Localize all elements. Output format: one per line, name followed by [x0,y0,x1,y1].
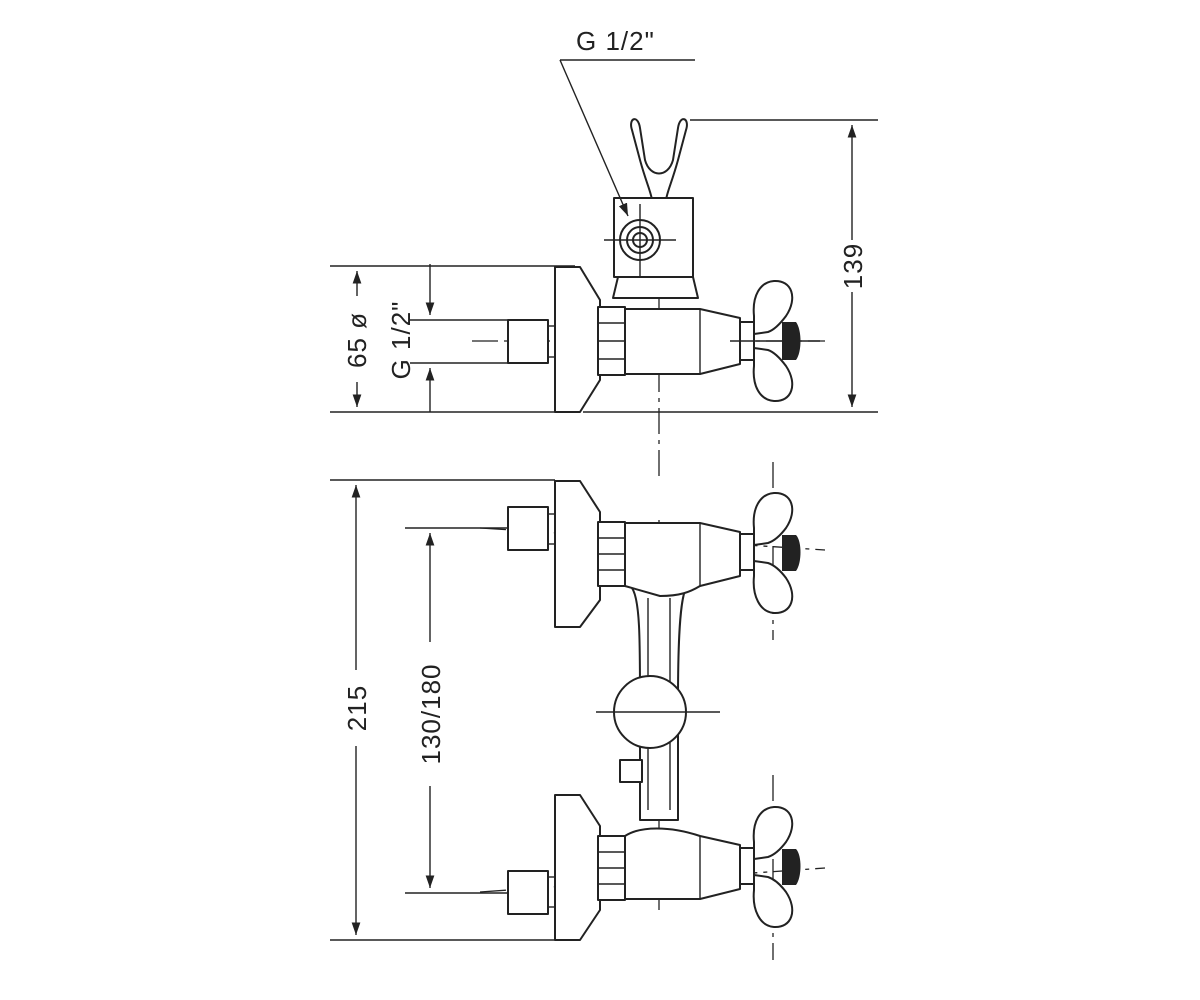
wall-flange [554,266,601,413]
inlet-stub [507,319,549,364]
dim-top-connection: G 1/2" [576,26,655,56]
shower-outlet [604,118,699,299]
side-view [472,118,825,480]
dim-centers: 130/180 [416,664,446,765]
dim-total-height: 215 [342,685,372,731]
upper-valve [507,480,801,628]
dimension-lines [330,59,878,941]
diverter-pin [619,759,643,783]
dim-height-top: 139 [838,243,868,289]
dim-wall-plate: 65 ø [342,312,372,368]
lower-valve [507,794,801,941]
dim-inlet-thread: G 1/2" [386,301,416,380]
valve-body [624,308,741,375]
cross-handle [730,279,820,403]
front-view [479,462,826,960]
